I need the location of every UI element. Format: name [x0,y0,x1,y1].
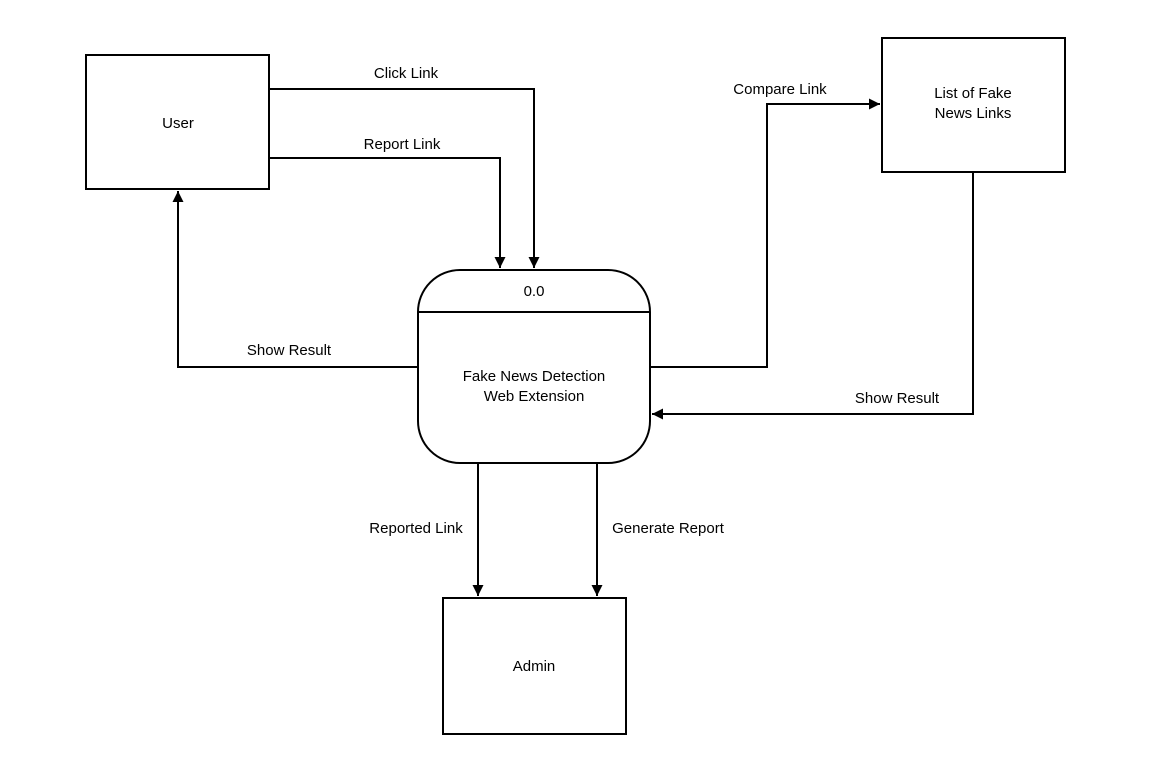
flow-click-link-arrow [269,88,540,268]
entity-user: User [85,54,270,190]
entity-fake-news-list: List of Fake News Links [881,37,1066,173]
entity-fake-news-list-box [881,37,1066,173]
process-id: 0.0 [524,283,545,300]
flow-generate-report: Generate Report [591,463,725,596]
entity-admin-box [442,597,627,735]
flow-show-result-user: Show Result [172,191,418,368]
entity-admin-label: Admin [513,658,556,675]
flow-show-result-list-label: Show Result [855,390,940,407]
flow-compare-link-arrow [650,98,880,368]
flow-reported-link: Reported Link [369,463,484,596]
entity-admin: Admin [442,597,627,735]
flow-report-link: Report Link [269,136,506,268]
flow-compare-link: Compare Link [650,81,880,368]
flow-generate-report-label: Generate Report [612,520,725,537]
entity-fake-news-list-label-line2: News Links [935,105,1012,122]
entity-fake-news-list-label-line1: List of Fake [934,85,1012,102]
flow-compare-link-label: Compare Link [733,81,827,98]
flow-show-result-user-label: Show Result [247,342,332,359]
entity-user-label: User [162,115,194,132]
flow-show-result-list-arrow [652,172,974,420]
process-fake-news-detection: 0.0 Fake News Detection Web Extension [417,269,651,464]
flow-show-result-user-arrow [172,191,418,368]
flow-click-link-label: Click Link [374,65,439,82]
flow-report-link-arrow [269,157,506,268]
process-name-line2: Web Extension [484,388,585,405]
entity-user-box [85,54,270,190]
flow-reported-link-label: Reported Link [369,520,463,537]
process-name-line1: Fake News Detection [463,368,606,385]
flow-report-link-label: Report Link [364,136,441,153]
flow-click-link: Click Link [269,65,540,268]
flow-show-result-list: Show Result [652,172,974,420]
